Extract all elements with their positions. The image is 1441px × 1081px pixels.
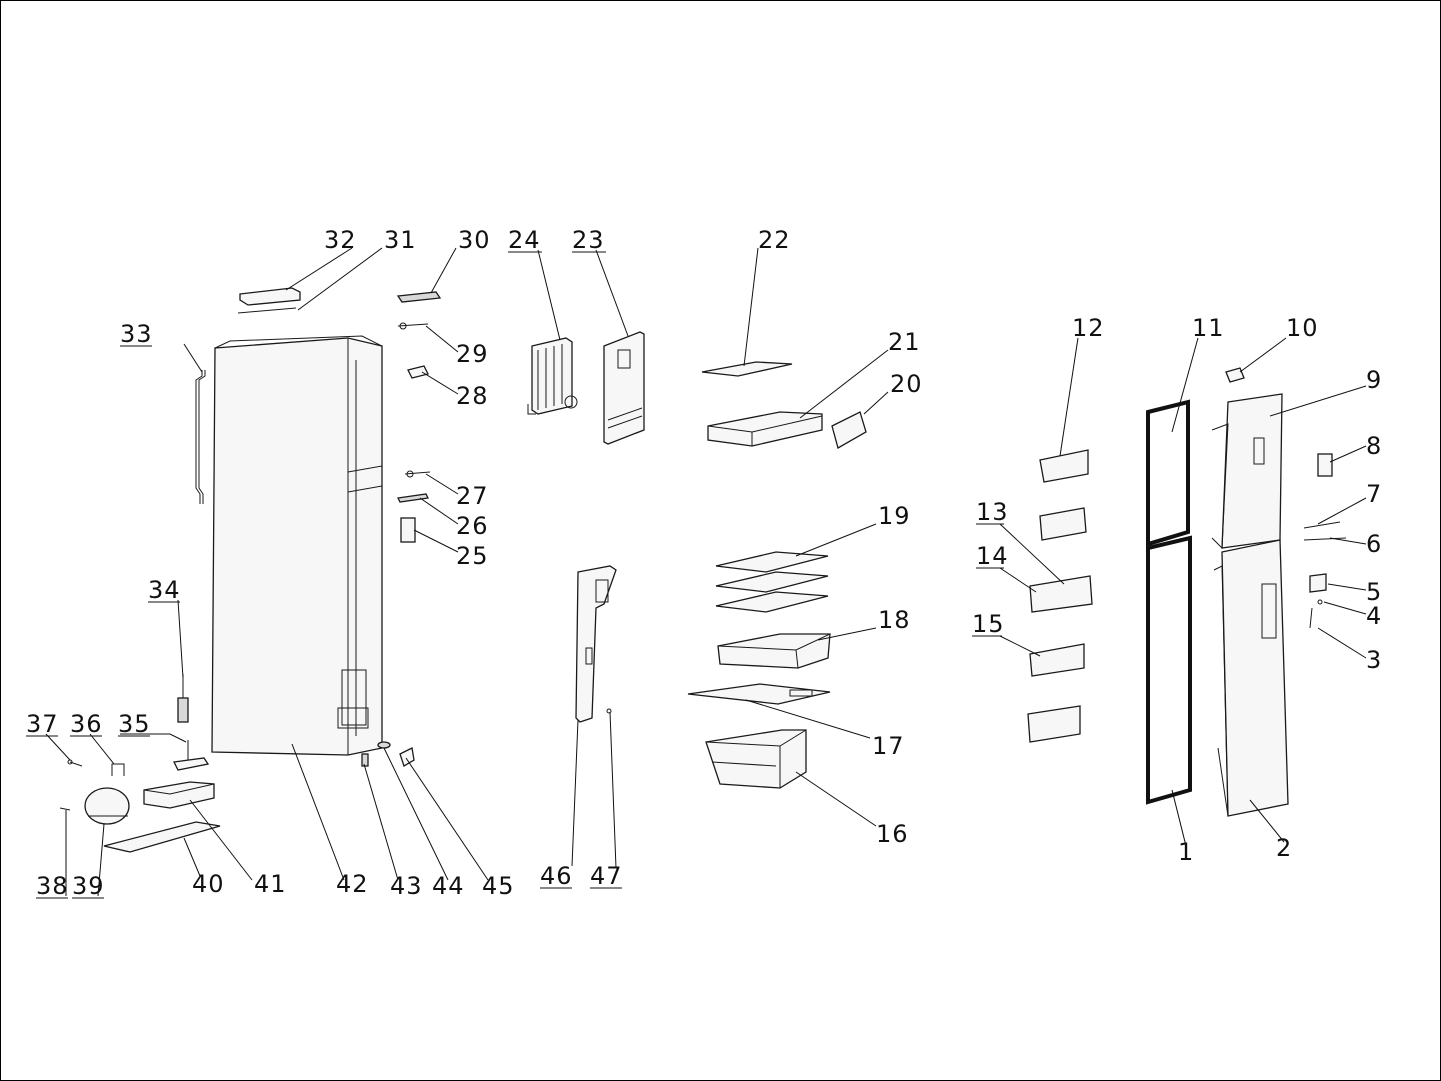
crisper-drawer-part	[718, 634, 830, 668]
callout-42: 42	[336, 870, 369, 898]
callout-30: 30	[458, 226, 491, 254]
callout-21: 21	[888, 328, 921, 356]
drip-tray-part	[144, 782, 214, 808]
bottom-drawer-part	[706, 730, 806, 788]
crisper-cover-part	[688, 684, 830, 704]
small-panel-part	[832, 412, 866, 448]
glass-shelf-top-part	[702, 362, 792, 376]
callout-12: 12	[1072, 314, 1105, 342]
callout-43: 43	[390, 872, 423, 900]
compressor-part	[60, 788, 129, 824]
callout-45: 45	[482, 872, 515, 900]
callout-27: 27	[456, 482, 489, 510]
callout-33: 33	[120, 320, 153, 348]
callout-8: 8	[1366, 432, 1382, 460]
callout-44: 44	[432, 872, 465, 900]
callout-25: 25	[456, 542, 489, 570]
callout-16: 16	[876, 820, 909, 848]
callout-6: 6	[1366, 530, 1382, 558]
cabinet-part	[212, 336, 382, 755]
drain-hose-part	[178, 674, 188, 722]
callout-35: 35	[118, 710, 151, 738]
callout-26: 26	[456, 512, 489, 540]
callout-29: 29	[456, 340, 489, 368]
top-cover-part	[238, 288, 300, 313]
glass-shelves-part	[716, 552, 828, 612]
door-gaskets-part	[1148, 402, 1190, 802]
callout-28: 28	[456, 382, 489, 410]
callout-37: 37	[26, 710, 59, 738]
back-cover-part	[604, 332, 644, 444]
callout-38: 38	[36, 872, 69, 900]
callout-17: 17	[872, 732, 905, 760]
callout-14: 14	[976, 542, 1009, 570]
callout-2: 2	[1276, 834, 1292, 862]
callout-11: 11	[1192, 314, 1225, 342]
callout-24: 24	[508, 226, 541, 254]
callout-7: 7	[1366, 480, 1382, 508]
base-plate-part	[104, 822, 220, 852]
callout-18: 18	[878, 606, 911, 634]
freezer-tray-part	[708, 412, 822, 446]
callout-32: 32	[324, 226, 357, 254]
callout-20: 20	[890, 370, 923, 398]
callout-9: 9	[1366, 366, 1382, 394]
small-parts-upper	[398, 292, 440, 378]
side-pipe-part	[196, 370, 205, 504]
callout-36: 36	[70, 710, 103, 738]
doors-part	[1212, 394, 1288, 816]
callout-47: 47	[590, 862, 623, 890]
callout-31: 31	[384, 226, 417, 254]
air-duct-part	[576, 566, 616, 722]
callout-41: 41	[254, 870, 287, 898]
callout-5: 5	[1366, 578, 1382, 606]
callout-15: 15	[972, 610, 1005, 638]
callout-23: 23	[572, 226, 605, 254]
callout-1: 1	[1178, 838, 1194, 866]
small-parts-middle	[398, 471, 430, 542]
callout-22: 22	[758, 226, 791, 254]
callout-19: 19	[878, 502, 911, 530]
callout-4: 4	[1366, 602, 1382, 630]
callout-10: 10	[1286, 314, 1319, 342]
callout-34: 34	[148, 576, 181, 604]
door-bins-part	[1028, 450, 1092, 742]
callout-39: 39	[72, 872, 105, 900]
callout-40: 40	[192, 870, 225, 898]
callout-3: 3	[1366, 646, 1382, 674]
callout-46: 46	[540, 862, 573, 890]
evaporator-part	[528, 338, 577, 414]
bracket-part	[174, 740, 208, 770]
clip-parts	[68, 760, 124, 776]
callout-13: 13	[976, 498, 1009, 526]
